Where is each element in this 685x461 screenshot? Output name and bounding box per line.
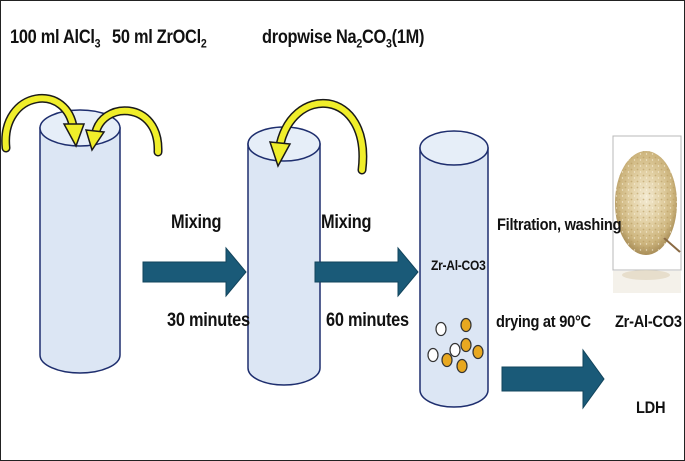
label-na2co3: dropwise Na2CO3(1M) bbox=[262, 27, 425, 51]
particle-white bbox=[435, 321, 447, 337]
process-arrow-3 bbox=[501, 348, 605, 410]
particle-orange bbox=[441, 352, 453, 368]
label-mixing-2: Mixing bbox=[321, 212, 372, 233]
curved-arrow-zrocl2 bbox=[84, 106, 163, 157]
curved-arrow-alcl3 bbox=[1, 93, 86, 153]
label-time-1: 30 minutes bbox=[167, 310, 250, 331]
particle-white bbox=[427, 347, 439, 363]
label-alcl3: 100 ml AlCl3 bbox=[10, 27, 101, 51]
label-final-product: Zr-Al-CO3 bbox=[615, 312, 682, 331]
label-mixing-1: Mixing bbox=[171, 212, 222, 233]
label-drying: drying at 90°C bbox=[496, 312, 591, 331]
cylinder-2 bbox=[247, 126, 321, 386]
label-time-2: 60 minutes bbox=[326, 310, 409, 331]
curved-arrow-na2co3 bbox=[268, 98, 368, 175]
particle-white bbox=[449, 342, 461, 358]
label-filtration-washing: Filtration, washing bbox=[497, 215, 622, 234]
particle-orange bbox=[472, 344, 484, 360]
process-arrow-2 bbox=[314, 246, 419, 298]
particle-orange bbox=[460, 317, 472, 333]
ldh-powder-photo bbox=[612, 135, 682, 293]
label-zrocl2: 50 ml ZrOCl2 bbox=[112, 27, 207, 51]
particle-orange bbox=[460, 337, 472, 353]
precipitate-particles bbox=[427, 317, 484, 374]
label-intermediate-product: Zr-Al-CO3 bbox=[431, 257, 486, 273]
process-arrow-1 bbox=[142, 246, 247, 298]
particle-orange bbox=[456, 358, 468, 374]
label-ldh: LDH bbox=[636, 398, 666, 417]
cylinder-1 bbox=[39, 109, 121, 374]
